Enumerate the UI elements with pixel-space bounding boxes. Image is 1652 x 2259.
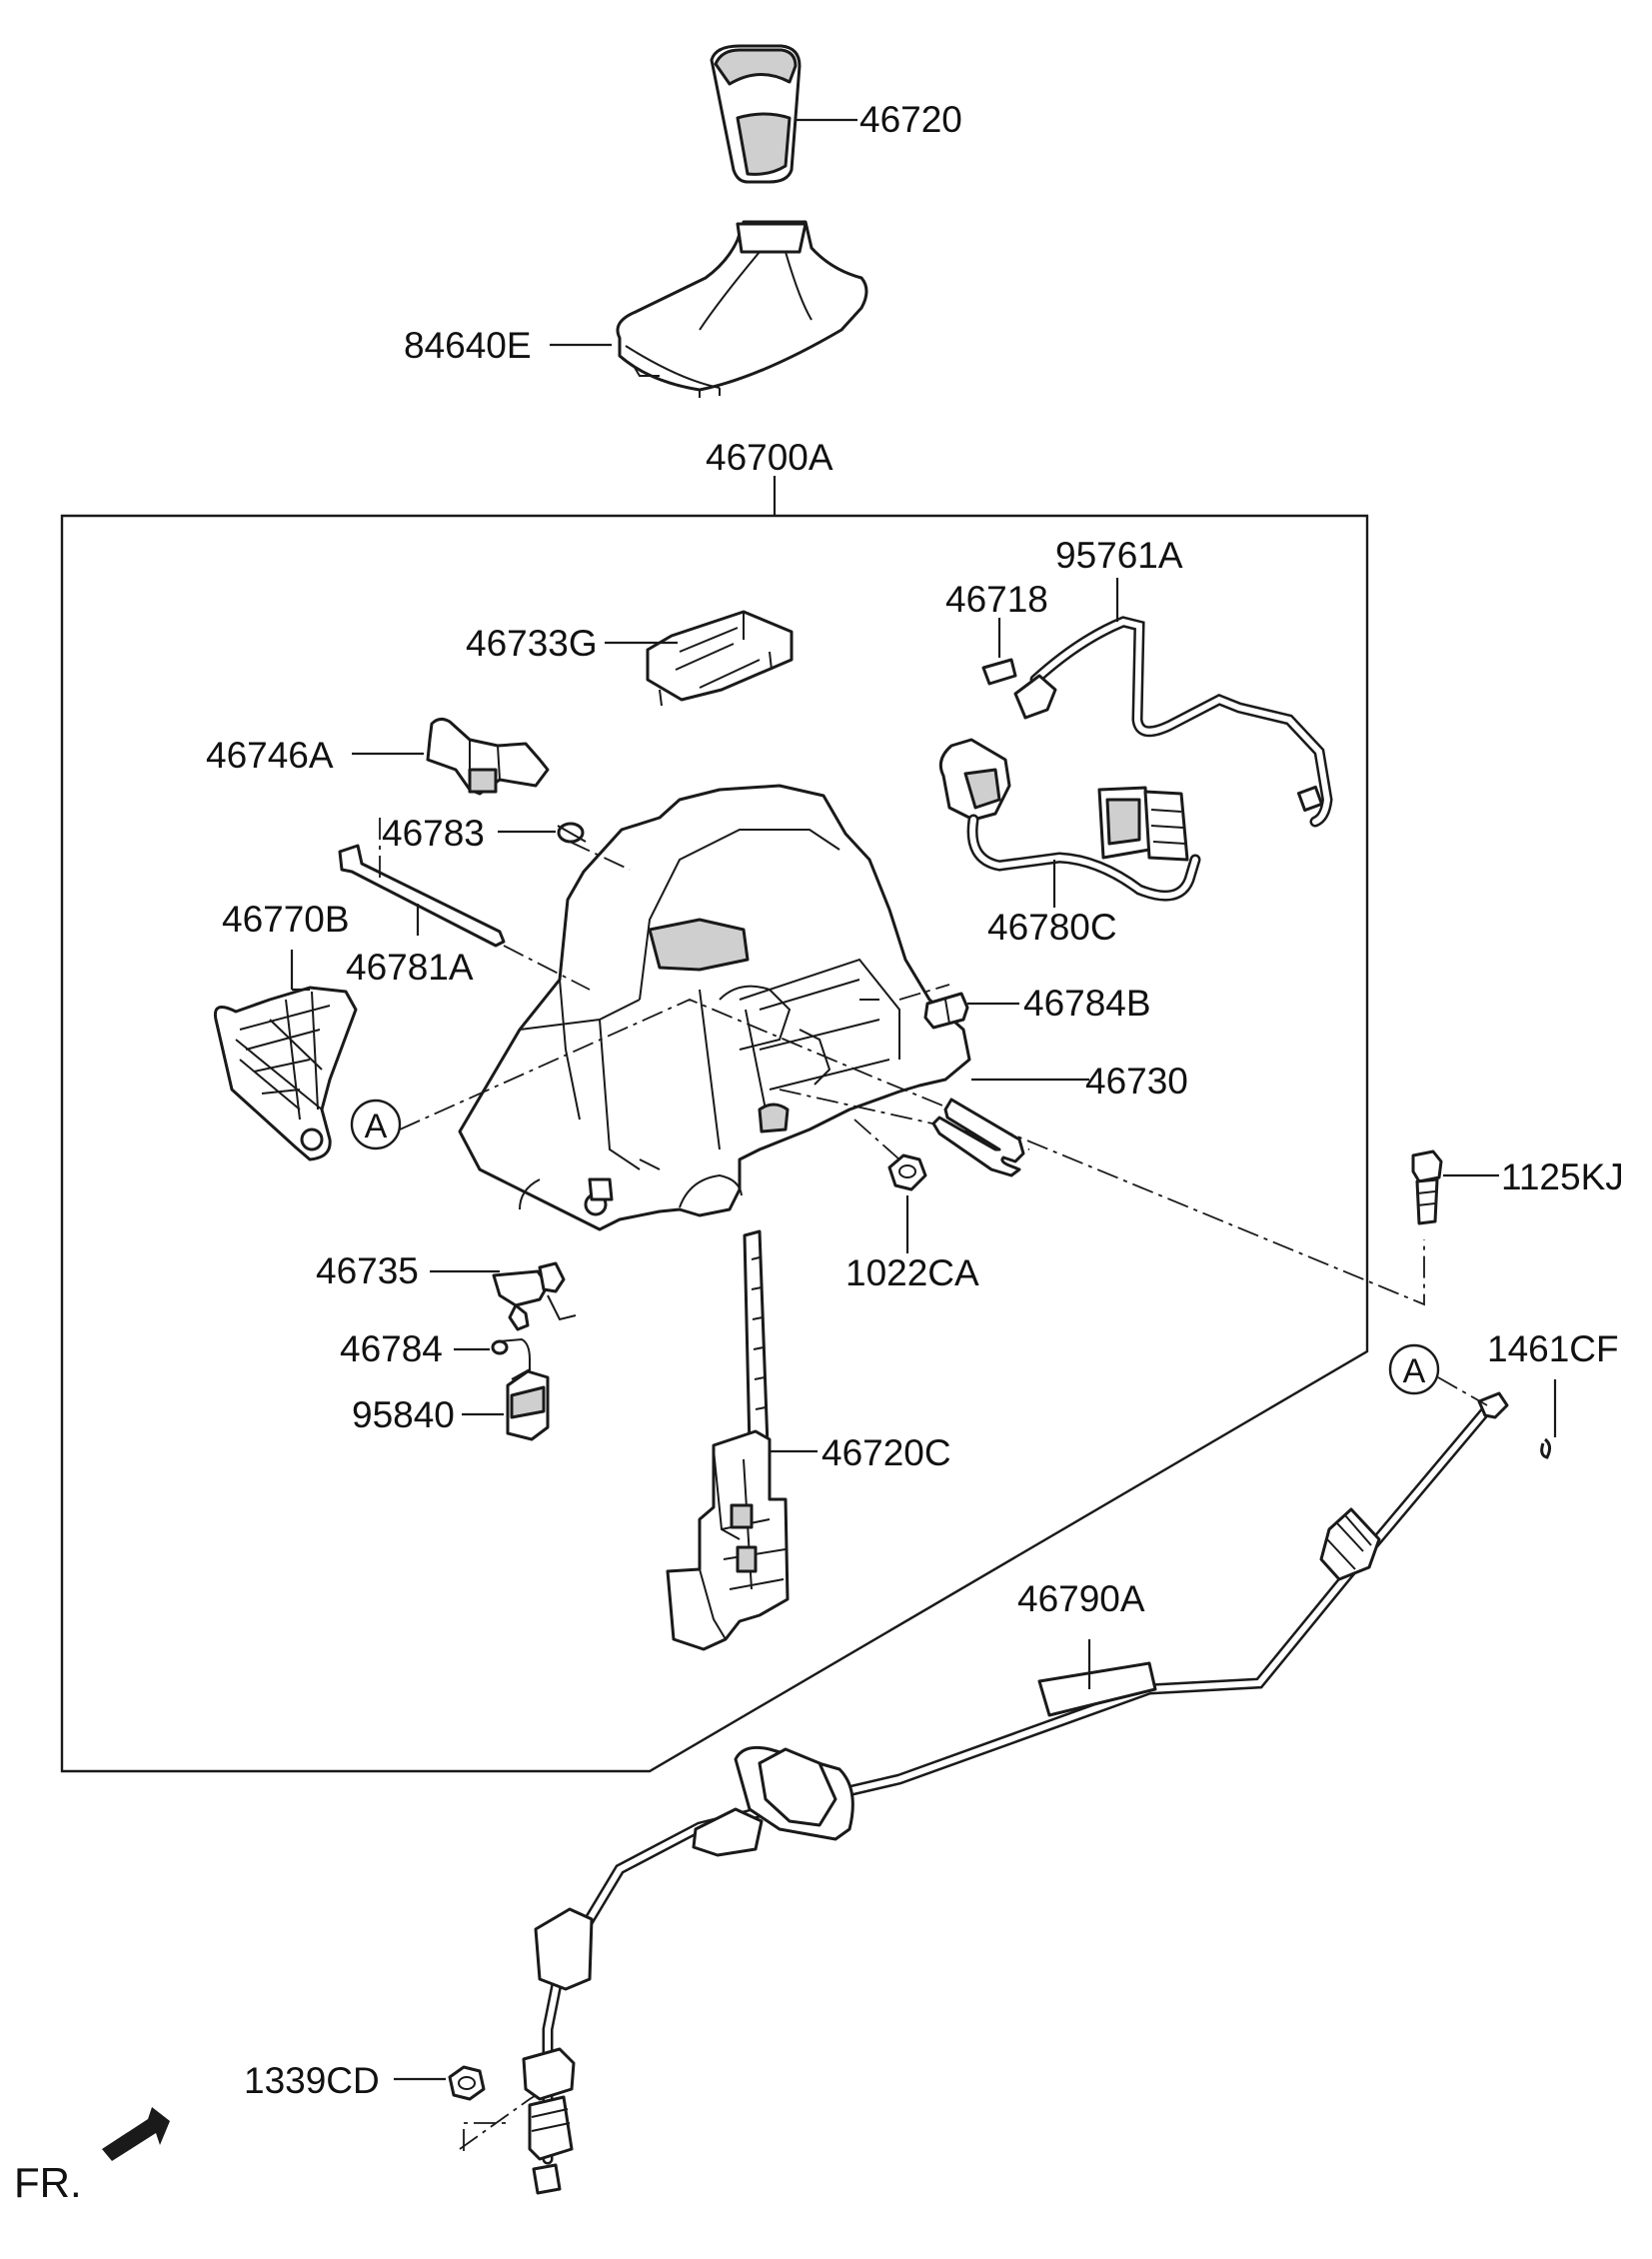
side-bracket xyxy=(213,986,358,1161)
switch-46784B xyxy=(923,992,969,1030)
lock-lever xyxy=(426,717,550,796)
label-46718: 46718 xyxy=(945,579,1048,620)
label-46735: 46735 xyxy=(316,1250,419,1291)
front-label: FR. xyxy=(14,2159,82,2206)
dash-7 xyxy=(853,1119,900,1160)
clip-1461CF xyxy=(1540,1437,1552,1459)
front-arrow-icon xyxy=(102,2107,170,2161)
spring-46783 xyxy=(557,822,587,844)
label-84640E: 84640E xyxy=(404,325,532,366)
label-46733G: 46733G xyxy=(466,623,598,664)
label-46746A: 46746A xyxy=(206,735,334,776)
label-46784: 46784 xyxy=(340,1328,443,1369)
callout-a-label-1: A xyxy=(365,1108,388,1145)
pin-46781A xyxy=(338,844,506,948)
label-46781A: 46781A xyxy=(346,947,474,988)
shift-knob xyxy=(710,44,802,184)
label-1461CF: 1461CF xyxy=(1487,1328,1619,1369)
dash-a2 xyxy=(1437,1376,1488,1406)
callout-a-circle-2 xyxy=(1388,1343,1440,1395)
label-95761A: 95761A xyxy=(1055,535,1183,576)
shift-lever-46720C xyxy=(666,1229,790,1651)
assembly-frame xyxy=(60,514,1369,1773)
label-46700A: 46700A xyxy=(706,437,833,478)
label-46780C: 46780C xyxy=(987,907,1117,948)
indicator-plate xyxy=(646,610,794,707)
dash-6 xyxy=(898,984,950,1001)
label-46720C: 46720C xyxy=(822,1432,951,1473)
callout-a-circle-1 xyxy=(350,1099,402,1150)
shift-cable-46790A xyxy=(522,1391,1509,2195)
label-1339CD: 1339CD xyxy=(244,2060,380,2101)
dash-9 xyxy=(459,2092,541,2150)
dash-4 xyxy=(399,999,1425,1306)
nut-1022CA xyxy=(887,1153,927,1191)
nut-1339CD xyxy=(448,2065,486,2101)
shift-lever-bracket xyxy=(458,784,971,1231)
label-1125KJ: 1125KJ xyxy=(1501,1156,1624,1197)
detent-rod xyxy=(931,1098,1025,1177)
bolt-1125KJ xyxy=(1411,1149,1443,1225)
dash-8 xyxy=(463,2122,512,2151)
shift-boot xyxy=(616,220,868,398)
wire-harness-95761A xyxy=(1013,616,1333,828)
sensor-46735 xyxy=(492,1261,577,1331)
label-95840: 95840 xyxy=(352,1394,455,1435)
switch-95840 xyxy=(506,1368,550,1441)
label-46783: 46783 xyxy=(382,813,485,854)
callout-a-label-2: A xyxy=(1403,1352,1426,1390)
dash-2 xyxy=(569,841,631,871)
clip-46718 xyxy=(981,658,1017,686)
part-46784 xyxy=(491,1337,531,1371)
label-46730: 46730 xyxy=(1085,1061,1188,1102)
label-46790A: 46790A xyxy=(1017,1578,1145,1619)
label-46784B: 46784B xyxy=(1023,983,1151,1024)
label-46770B: 46770B xyxy=(222,899,350,940)
label-1022CA: 1022CA xyxy=(845,1252,979,1293)
label-46720: 46720 xyxy=(859,99,962,140)
connector-harness-46780C xyxy=(938,738,1201,902)
dash-3 xyxy=(503,945,591,991)
